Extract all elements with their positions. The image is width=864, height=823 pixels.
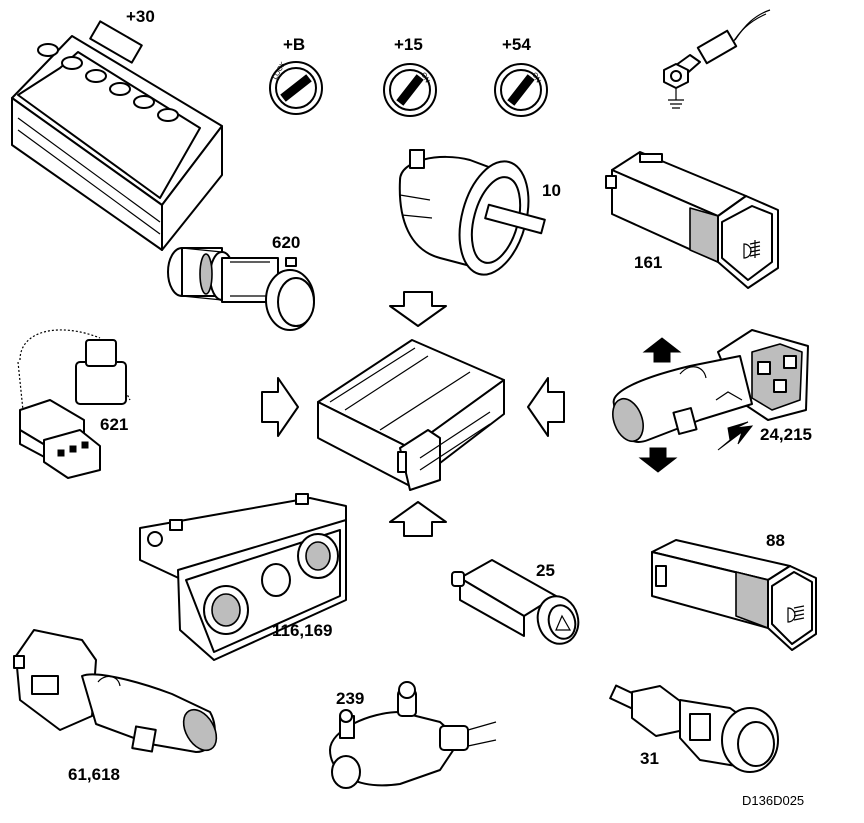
- bulb-holder-icon: [167, 247, 315, 331]
- fog-switch-88-icon: [651, 539, 817, 651]
- direction-arrow-up-icon: [642, 337, 682, 363]
- wiper-motor-icon: [329, 681, 497, 789]
- label-stalk-right: 24,215: [760, 425, 812, 444]
- label-switch-15: +15: [394, 35, 423, 54]
- arrow-right-icon: [261, 377, 299, 437]
- stalk-24-icon: [612, 329, 809, 443]
- hazard-switch-icon: [451, 559, 580, 645]
- battery-icon: [11, 20, 223, 251]
- light-switch-icon: [398, 149, 546, 276]
- fog-lamp-symbol-icon: [743, 240, 761, 259]
- control-unit-icon: [317, 339, 505, 491]
- label-temp-sender: 31: [640, 749, 659, 768]
- label-wiper-motor: 239: [336, 689, 365, 708]
- figure-reference: D136D025: [742, 793, 805, 808]
- arrow-up-icon: [389, 501, 447, 537]
- fog-lamp-symbol-88-icon: [787, 605, 805, 623]
- label-fog-switch-88: 88: [766, 531, 785, 550]
- label-fog-switch-161: 161: [634, 253, 663, 272]
- label-heater-panel: 116,169: [272, 621, 333, 640]
- arrow-left-icon: [527, 377, 565, 437]
- heater-panel-icon: [139, 493, 347, 661]
- harness-621-icon: [17, 329, 131, 479]
- on-text-54: ON: [530, 72, 541, 85]
- fog-switch-161-icon: [605, 151, 779, 289]
- stalk-61-icon: [13, 629, 218, 753]
- label-hazard-switch: 25: [536, 561, 555, 580]
- direction-arrow-down-icon: [638, 447, 678, 473]
- ignition-15-icon: ON: [383, 63, 437, 117]
- label-stalk-left: 61,618: [68, 765, 120, 784]
- direction-arrow-diagonal-icon: [717, 421, 754, 451]
- ground-terminal-icon: [663, 9, 771, 109]
- ignition-54-icon: ON: [494, 63, 548, 117]
- label-bulb-holder: 620: [272, 233, 301, 252]
- temp-sender-icon: [609, 684, 779, 773]
- label-switch-b: +B: [283, 35, 306, 54]
- on-text-15: ON: [419, 72, 430, 85]
- label-switch-54: +54: [502, 35, 531, 54]
- label-light-switch: 10: [542, 181, 561, 200]
- ignition-lock-icon: LOCK: [269, 61, 323, 115]
- label-battery: +30: [126, 7, 155, 26]
- arrow-down-icon: [389, 291, 447, 327]
- label-harness-621: 621: [100, 415, 129, 434]
